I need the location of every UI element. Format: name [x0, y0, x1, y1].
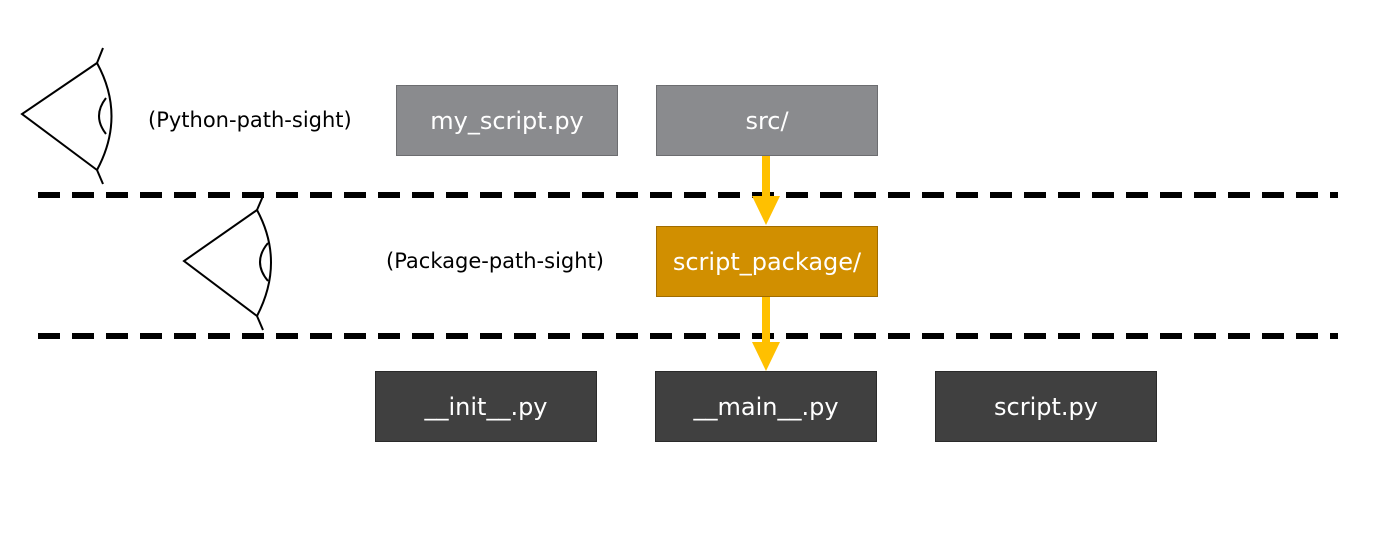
eye-icon [20, 47, 113, 185]
python-path-sight-caption: (Python-path-sight) [148, 108, 352, 132]
script-file-box: script.py [935, 371, 1157, 442]
script-package-box: script_package/ [656, 226, 878, 297]
src-folder-box: src/ [656, 85, 878, 156]
arrow-package-to-main [752, 296, 780, 371]
package-path-sight-caption: (Package-path-sight) [386, 249, 604, 273]
eye-icon [182, 195, 272, 331]
init-file-box: __init__.py [375, 371, 597, 442]
arrow-src-to-package [752, 156, 780, 225]
my-script-box: my_script.py [396, 85, 618, 156]
main-file-box: __main__.py [655, 371, 877, 442]
